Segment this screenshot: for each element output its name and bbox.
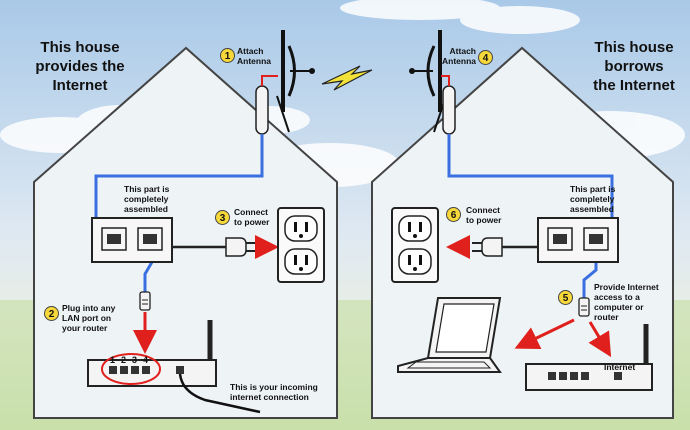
laptop-icon — [397, 297, 502, 373]
incoming-connection-note: This is your incoming internet connectio… — [230, 382, 318, 402]
right-adapter-unit — [537, 217, 619, 263]
left-heading-line-1: This house — [40, 39, 120, 56]
step-2-label-line-2: LAN port on — [62, 313, 112, 323]
step-5-label-line-3: computer or — [594, 302, 644, 312]
step-1-badge: 1 — [220, 48, 235, 63]
right-assembled-note: This part is completely assembled — [570, 184, 615, 214]
left-heading-line-2: provides the — [35, 58, 125, 75]
internet-port-label: Internet — [604, 362, 636, 372]
left-adapter-unit — [91, 217, 173, 263]
incoming-note-line-1: This is your incoming — [230, 382, 318, 392]
left-house-heading: This house provides the Internet — [20, 38, 140, 95]
step-3-label-line-2: to power — [234, 217, 270, 227]
router-port-2: 2 — [121, 355, 127, 365]
arrow-to-laptop — [514, 318, 575, 350]
step-3-badge: 3 — [215, 210, 230, 225]
left-antenna — [255, 30, 315, 135]
step-5-label: Provide Internet access to a computer or… — [594, 282, 659, 322]
right-heading-line-3: the Internet — [593, 77, 675, 94]
step-1-label: Attach Antenna — [237, 46, 271, 66]
right-heading-line-1: This house — [594, 39, 674, 56]
left-rj45-connector — [139, 291, 151, 311]
incoming-internet-cable — [178, 373, 261, 414]
step-6-badge: 6 — [446, 207, 461, 222]
router-port-3: 3 — [132, 355, 138, 365]
right-heading-line-2: borrows — [604, 58, 664, 75]
step-2-label-line-1: Plug into any — [62, 303, 116, 313]
right-antenna — [409, 30, 456, 135]
left-heading-line-3: Internet — [52, 77, 108, 94]
left-assembled-line-2: completely — [124, 194, 169, 204]
step-1-label-line-2: Antenna — [237, 56, 271, 66]
step-4-label-line-1: Attach — [449, 46, 476, 56]
arrow-to-router — [588, 321, 612, 358]
right-assembled-line-3: assembled — [570, 204, 614, 214]
step-4-label-line-2: Antenna — [442, 56, 476, 66]
step-2-label-line-3: your router — [62, 323, 108, 333]
step-2-label: Plug into any LAN port on your router — [62, 303, 115, 333]
step-5-label-line-4: router — [594, 312, 619, 322]
step-3-label-line-1: Connect — [234, 207, 268, 217]
step-1-label-line-1: Attach — [237, 46, 264, 56]
step-2-badge: 2 — [44, 306, 59, 321]
step-4-badge: 4 — [478, 50, 493, 65]
incoming-note-line-2: internet connection — [230, 392, 309, 402]
step-4-label: Attach Antenna — [438, 46, 476, 66]
left-router — [87, 320, 217, 387]
left-assembled-line-1: This part is — [124, 184, 170, 194]
right-house-heading: This house borrows the Internet — [574, 38, 690, 95]
router-port-1: 1 — [110, 355, 116, 365]
left-assembled-line-3: assembled — [124, 204, 168, 214]
right-assembled-line-2: completely — [570, 194, 615, 204]
step-6-label-line-2: to power — [466, 215, 502, 225]
left-assembled-note: This part is completely assembled — [124, 184, 169, 214]
right-rj45-connector — [578, 297, 590, 317]
step-6-label-line-1: Connect — [466, 205, 500, 215]
step-5-badge: 5 — [558, 290, 573, 305]
step-3-label: Connect to power — [234, 207, 269, 227]
step-5-label-line-2: access to a — [594, 292, 640, 302]
right-router — [525, 324, 653, 391]
step-5-label-line-1: Provide Internet — [594, 282, 659, 292]
router-port-4: 4 — [143, 355, 149, 365]
step-6-label: Connect to power — [466, 205, 501, 225]
wireless-link-bolt-icon — [321, 65, 373, 91]
right-wall-outlet — [391, 207, 439, 283]
right-assembled-line-1: This part is — [570, 184, 616, 194]
left-wall-outlet — [277, 207, 325, 283]
left-power-plug — [172, 237, 256, 257]
right-power-plug — [472, 237, 538, 257]
